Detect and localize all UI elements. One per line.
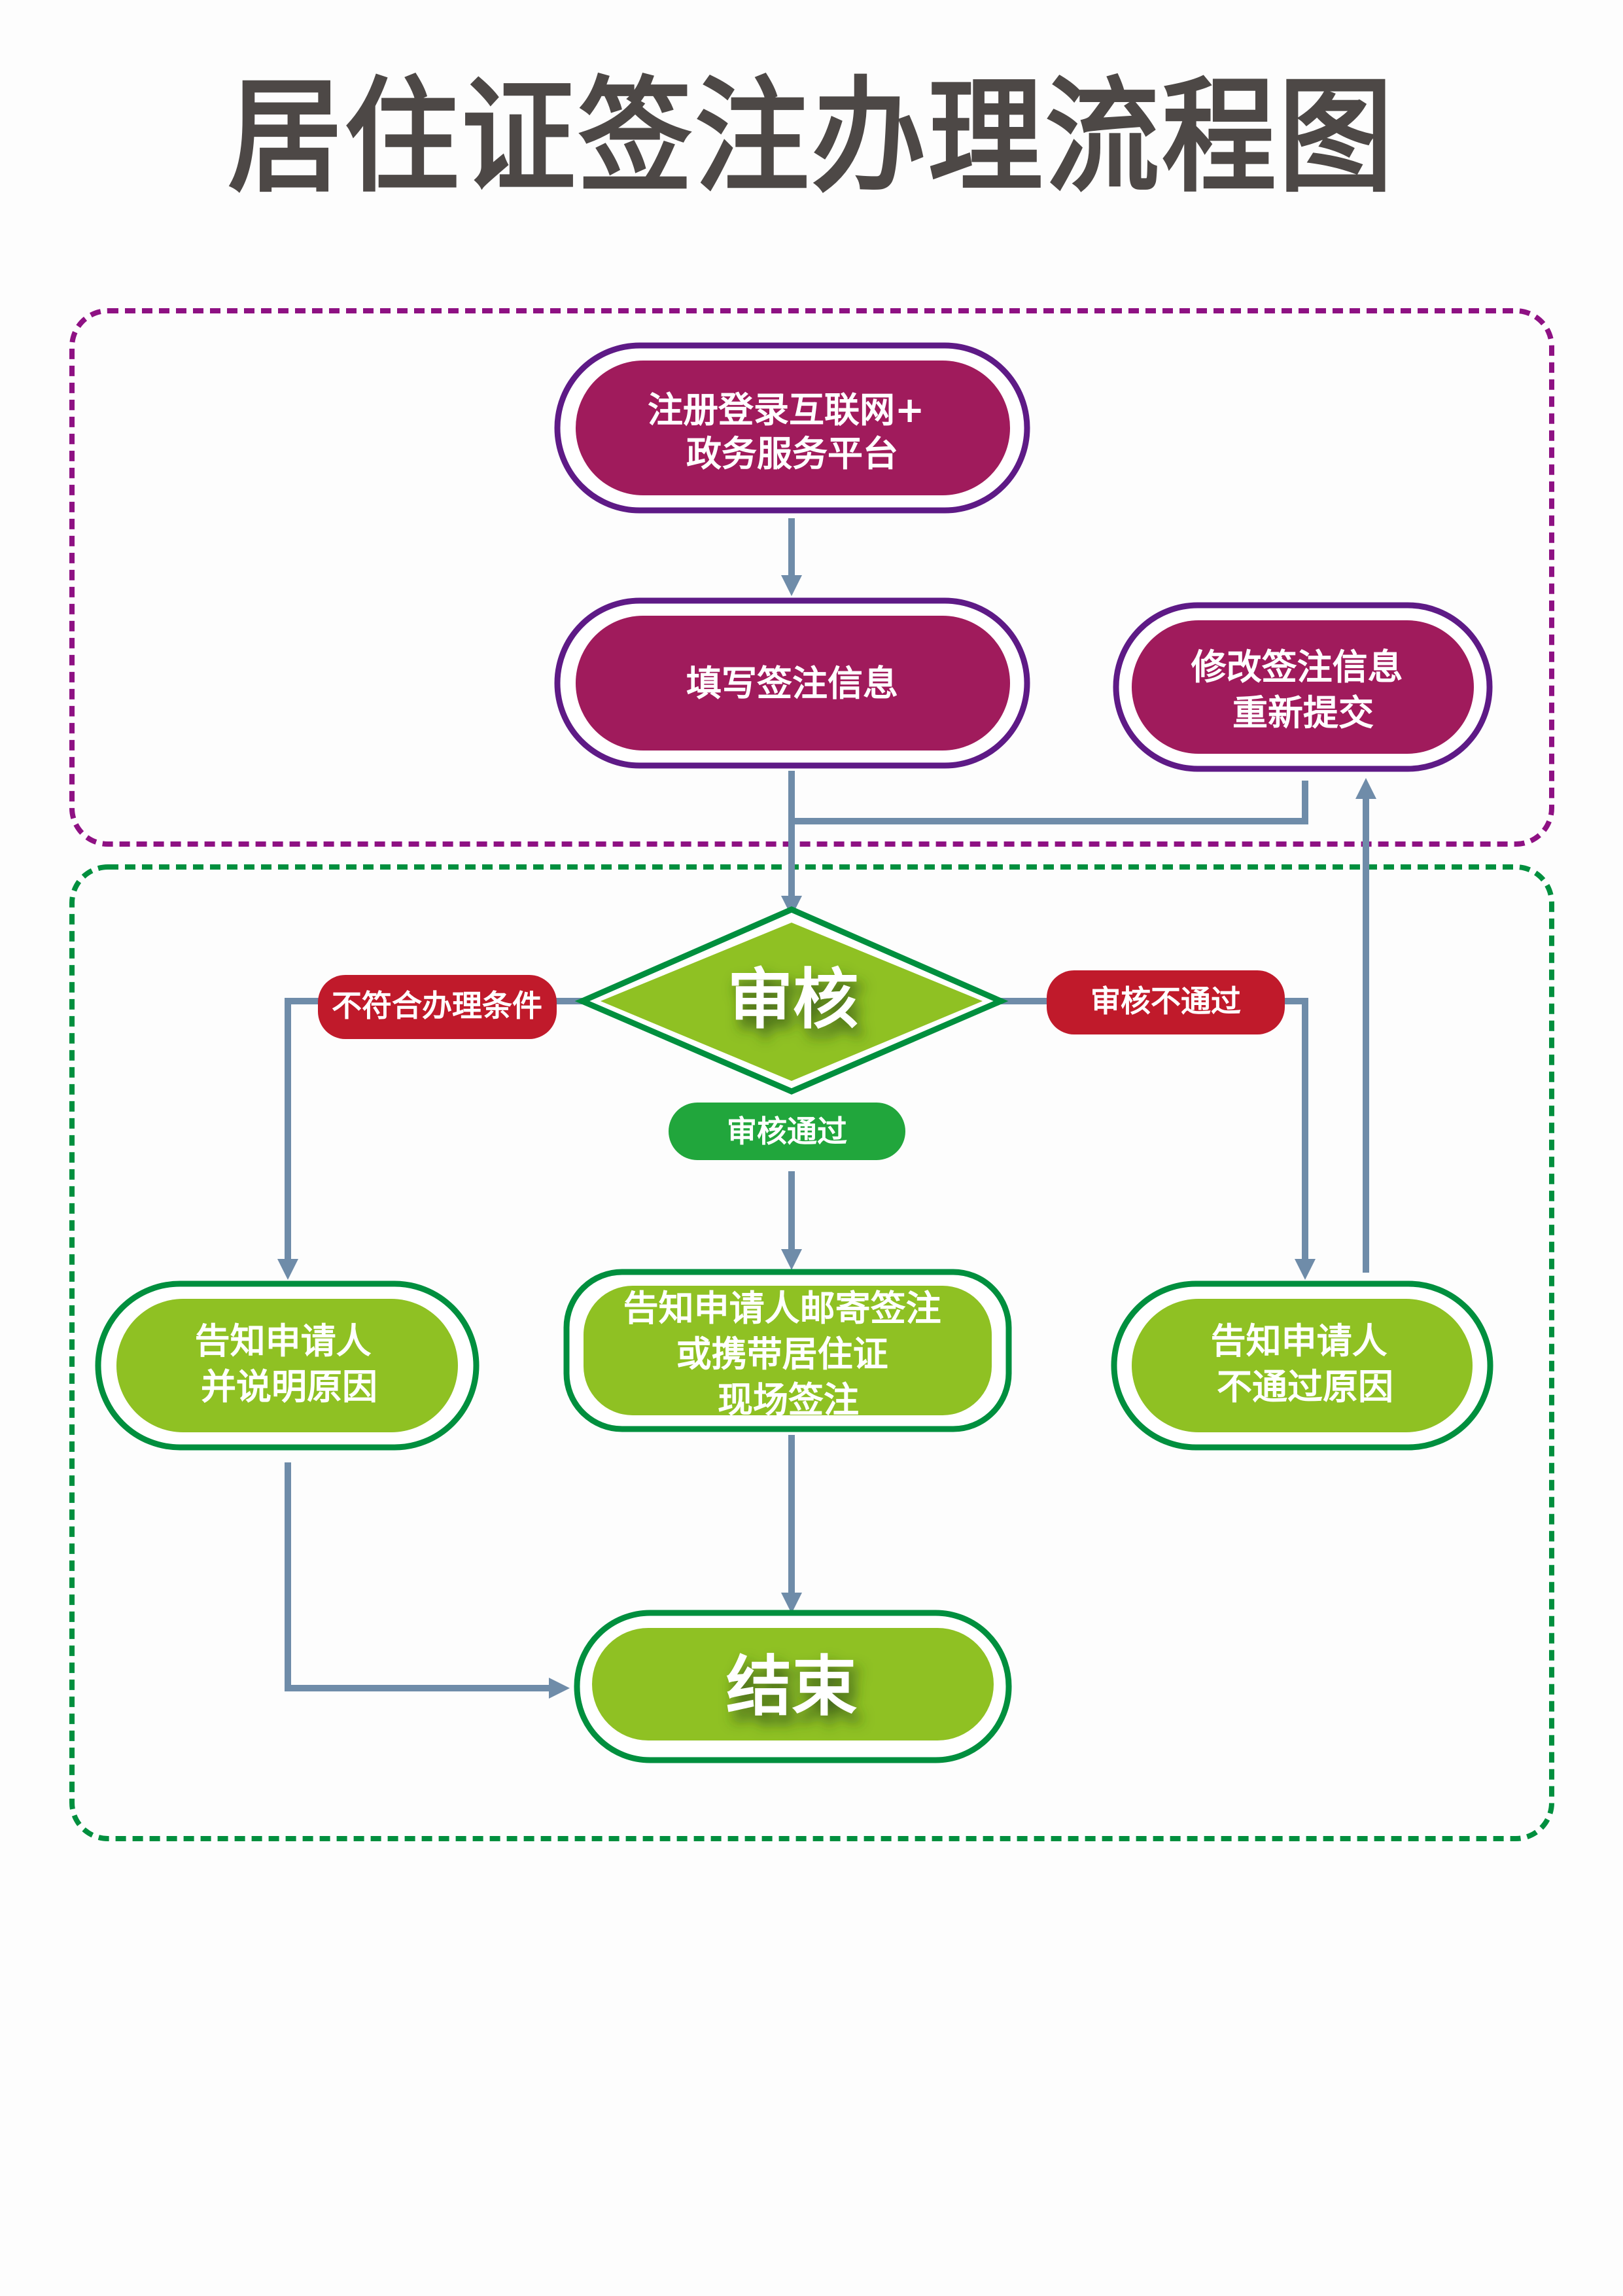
node-fill-info[interactable]: 填写签注信息 bbox=[554, 597, 1030, 769]
tag-passed: 审核通过 bbox=[669, 1103, 905, 1160]
node-register-line-2: 政务服务平台 bbox=[686, 433, 898, 474]
node-register-line-1: 注册登录互联网+ bbox=[648, 389, 924, 431]
tag-not-passed-label: 审核不通过 bbox=[1091, 983, 1241, 1019]
page-title: 居住证签注办理流程图 bbox=[228, 65, 1395, 209]
node-notify-fail-line-1: 告知申请人 bbox=[1211, 1320, 1387, 1362]
node-end-label: 结束 bbox=[726, 1648, 857, 1725]
review-stage-frame bbox=[69, 864, 1554, 1841]
node-modify[interactable]: 修改签注信息 重新提交 bbox=[1113, 602, 1493, 772]
tag-not-eligible: 不符合办理条件 bbox=[318, 975, 557, 1039]
decision-review-label: 审核 bbox=[727, 961, 858, 1038]
svg-text:修改签注信息 重新提交: 修改签注信息 重新提交 bbox=[1191, 646, 1416, 733]
online-stage-frame bbox=[69, 308, 1554, 847]
node-register[interactable]: 注册登录互联网+ 政务服务平台 bbox=[554, 342, 1030, 514]
svg-text:告知申请人 并说明原因: 告知申请人 并说明原因 bbox=[195, 1320, 384, 1407]
node-notify-fail-line-2: 不通过原因 bbox=[1217, 1366, 1393, 1407]
node-notify-sign-line-1: 告知申请人邮寄签注 bbox=[623, 1288, 941, 1329]
connector-review-not-passed bbox=[1001, 998, 1316, 1280]
node-end[interactable]: 结束 bbox=[574, 1610, 1012, 1763]
connector-modify-to-review bbox=[792, 781, 1308, 824]
node-notify-reason[interactable]: 告知申请人 并说明原因 bbox=[95, 1280, 480, 1451]
tag-not-eligible-label: 不符合办理条件 bbox=[332, 988, 542, 1023]
node-notify-reason-line-1: 告知申请人 bbox=[195, 1320, 372, 1362]
decision-review[interactable]: 审核 bbox=[574, 906, 1009, 1095]
node-notify-fail[interactable]: 告知申请人 不通过原因 bbox=[1111, 1280, 1493, 1451]
node-notify-reason-line-2: 并说明原因 bbox=[201, 1366, 377, 1407]
connector-reason-to-end bbox=[285, 1462, 570, 1699]
node-modify-line-1: 修改签注信息 bbox=[1191, 646, 1403, 688]
node-notify-sign[interactable]: 告知申请人邮寄签注 或携带居住证 现场签注 bbox=[563, 1269, 1012, 1432]
node-notify-sign-line-2: 或携带居住证 bbox=[676, 1333, 888, 1375]
node-notify-sign-line-3: 现场签注 bbox=[718, 1379, 859, 1421]
svg-text:告知申请人 不通过原因: 告知申请人 不通过原因 bbox=[1211, 1320, 1400, 1407]
connector-review-not-eligible bbox=[277, 998, 589, 1280]
tag-not-passed: 审核不通过 bbox=[1047, 970, 1285, 1034]
node-fill-info-label: 填写签注信息 bbox=[686, 663, 898, 704]
svg-text:注册登录互联网+ 政务服务平台: 注册登录互联网+ 政务服务平台 bbox=[648, 389, 937, 474]
node-modify-line-2: 重新提交 bbox=[1232, 692, 1374, 733]
svg-text:告知申请人邮寄签注 或携带居住证 现: 告知申请人邮寄签注 或携带居住证 现场签注 bbox=[623, 1288, 954, 1421]
tag-passed-label: 审核通过 bbox=[727, 1114, 847, 1149]
